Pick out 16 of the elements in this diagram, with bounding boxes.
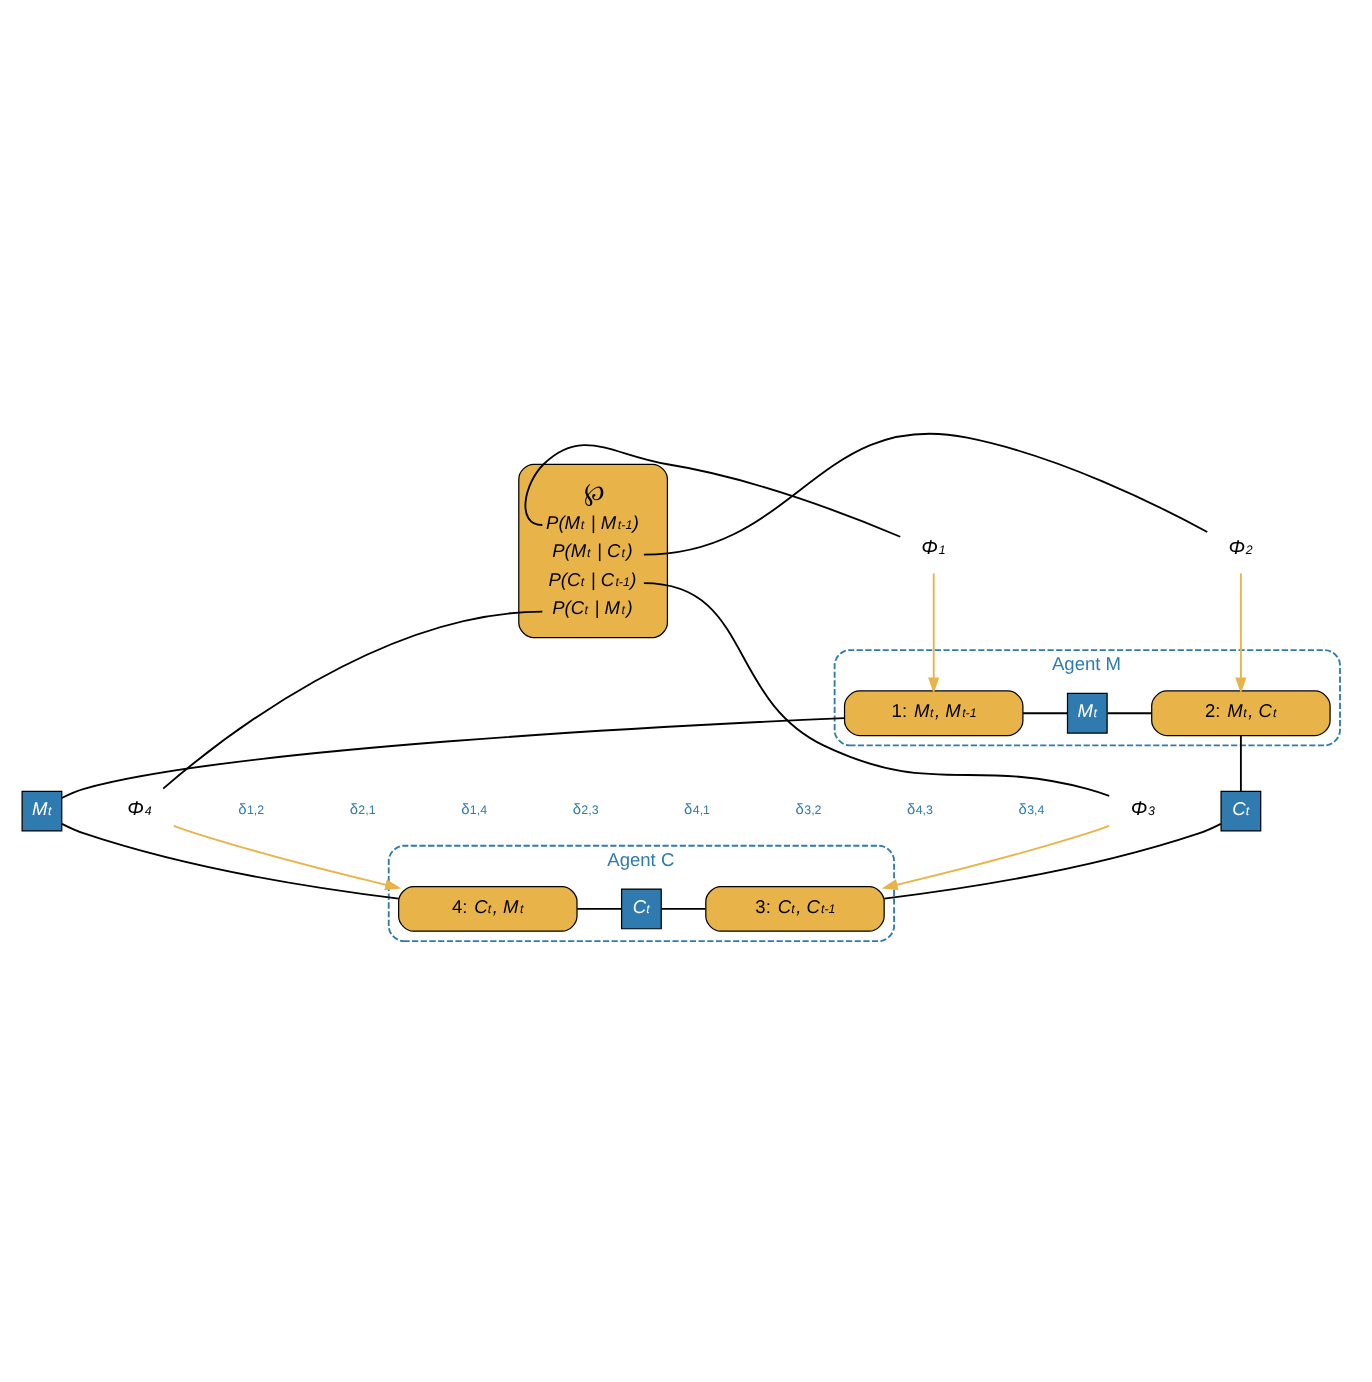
connector xyxy=(1106,711,1153,714)
arrow xyxy=(172,823,402,890)
connector xyxy=(883,821,1222,899)
connector xyxy=(642,581,1111,796)
connector xyxy=(576,907,623,909)
arrow xyxy=(1235,571,1247,693)
arrow xyxy=(881,823,1110,890)
connector xyxy=(60,716,846,798)
arrow xyxy=(928,571,940,693)
connector xyxy=(61,821,400,899)
connector xyxy=(642,431,1209,555)
connector xyxy=(1022,711,1069,714)
connector xyxy=(524,443,902,537)
connector xyxy=(1239,733,1242,791)
connector xyxy=(162,609,544,789)
connector xyxy=(660,907,707,909)
